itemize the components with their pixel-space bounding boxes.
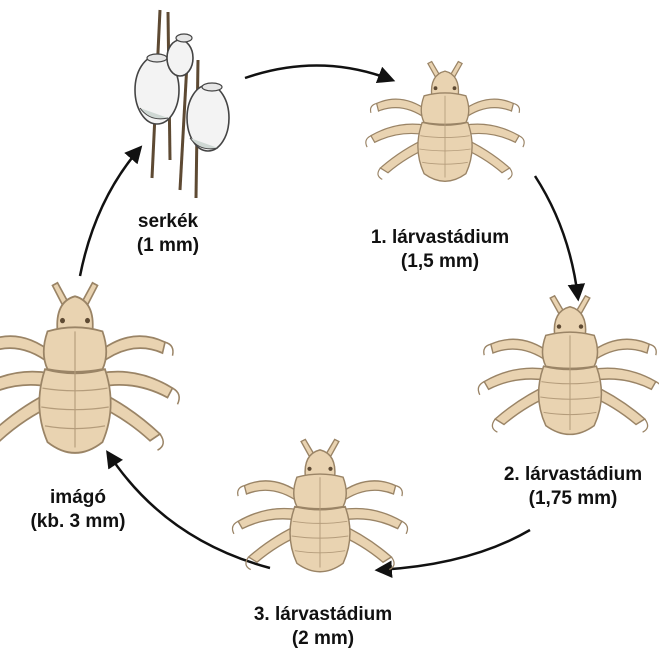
stage-label-eggs: serkék (1 mm) (108, 210, 228, 258)
stage-label-stage2: 2. lárvastádium (1,75 mm) (488, 463, 658, 511)
arrow-eggs-to-stage1 (245, 65, 392, 80)
stage-size: (1,5 mm) (355, 250, 525, 274)
stage-size: (1,75 mm) (488, 487, 658, 511)
stage-size: (2 mm) (238, 627, 408, 651)
nits-illustration (135, 10, 229, 198)
stage-name: 3. lárvastádium (238, 603, 408, 627)
arrow-stage1-to-stage2 (535, 176, 578, 298)
stage-label-stage3: 3. lárvastádium (2 mm) (238, 603, 408, 651)
stage-name: 2. lárvastádium (488, 463, 658, 487)
stage-label-stage1: 1. lárvastádium (1,5 mm) (355, 226, 525, 274)
stage-name: serkék (108, 210, 228, 234)
stage2-nymph-illustration (478, 296, 659, 435)
stage-size: (kb. 3 mm) (8, 510, 148, 534)
adult-louse-illustration (0, 283, 179, 453)
stage-name: imágó (8, 486, 148, 510)
stage-size: (1 mm) (108, 234, 228, 258)
stage-label-adult: imágó (kb. 3 mm) (8, 486, 148, 534)
stage-name: 1. lárvastádium (355, 226, 525, 250)
stage3-nymph-illustration (233, 439, 408, 571)
arrow-stage2-to-stage3 (378, 530, 530, 570)
